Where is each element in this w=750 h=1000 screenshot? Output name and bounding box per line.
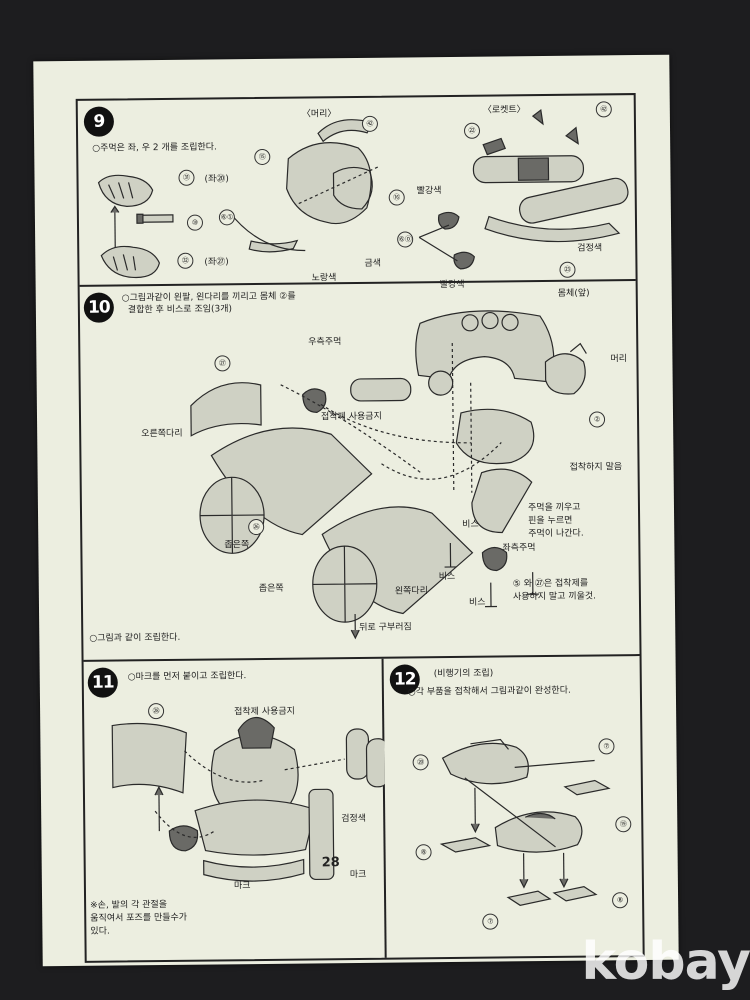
step-12-title: (비행기의 조립)	[433, 668, 494, 680]
step-12-panel: 12 (비행기의 조립) ○각 부품을 접착해서 그림과같이 완성한다.	[384, 656, 643, 958]
no-glue-label-2: 접착하지 말음	[569, 462, 623, 473]
black-label: 검정색	[577, 243, 603, 254]
head-label: 머리	[610, 354, 628, 365]
part-callout: ⑯	[388, 189, 405, 206]
fist-note-3: 주먹이 나간다.	[528, 528, 584, 540]
yellow-label: 노랑색	[311, 273, 337, 284]
fist-note-1: 주먹을 끼우고	[527, 502, 581, 514]
part-callout: ⑥⓪	[397, 231, 414, 248]
part-callout: ②	[588, 411, 606, 428]
part-callout: ㉛	[178, 169, 195, 186]
narrow-side-label-2: 좁은쪽	[258, 583, 284, 595]
step-9-illustration	[97, 108, 629, 279]
part-callout: ㉖	[248, 518, 265, 536]
black-label: 검정색	[341, 813, 367, 825]
instruction-frame: 9 ○주먹은 좌, 우 2 개를 조립한다.	[75, 93, 645, 963]
fist-note-2: 핀을 누르면	[528, 515, 573, 527]
part-callout: ⑧	[415, 844, 432, 861]
part-callout: ㉗	[214, 355, 231, 372]
step-11-note-1: ※손, 발의 각 관절을	[90, 900, 168, 911]
step-11-note-2: 움직여서 포즈를 만들수가	[90, 912, 188, 924]
fist-left-note: (좌㉗)	[204, 257, 229, 268]
no-glue-label: 접착제 사용금지	[234, 706, 295, 718]
part-callout: ㊷	[361, 115, 379, 132]
glue-note-1: ⑤ 와 ㉗은 접착제를	[512, 578, 589, 590]
part-callout: ㉓	[559, 261, 576, 278]
step-11-number: 11	[87, 667, 118, 698]
fist-right-note: (좌⑳)	[204, 174, 229, 185]
left-fist-label: 좌측주먹	[502, 543, 536, 554]
right-fist-label: 우측주먹	[308, 337, 342, 348]
step-10-instruction-2: 결합한 후 비스로 조임(3개)	[127, 304, 233, 316]
part-callout: ㉘	[148, 703, 165, 720]
part-callout: ⑧	[612, 892, 629, 909]
mark-label-1: 마크	[233, 881, 251, 892]
step-9-instruction: ○주먹은 좌, 우 2 개를 조립한다.	[92, 142, 217, 154]
step-9-panel: 9 ○주먹은 좌, 우 2 개를 조립한다.	[77, 95, 636, 290]
instruction-sheet: 9 ○주먹은 좌, 우 2 개를 조립한다.	[33, 54, 679, 967]
left-leg-label: 왼쪽다리	[394, 586, 429, 597]
step-12-instruction: ○각 부품을 접착해서 그림과같이 완성한다.	[407, 685, 571, 698]
gold-label: 금색	[364, 258, 382, 269]
head-label: 〈머리〉	[301, 109, 337, 120]
rocket-label: 〈로켓트〉	[482, 105, 526, 116]
part-callout: ㉒	[463, 122, 481, 139]
step-10-instruction-1: ○그림과같이 왼팔, 왼다리를 끼리고 몸체 ②를	[121, 291, 296, 304]
step-10-number: 10	[83, 292, 115, 323]
right-leg-label: 오른쪽다리	[141, 428, 183, 440]
step-11-instruction: ○마크를 먼저 붙이고 조립한다.	[127, 671, 247, 683]
screw-label-2: 비스	[438, 571, 456, 583]
part-callout: ⑦	[482, 913, 499, 930]
number-badge: 28	[321, 855, 340, 871]
glue-note-2: 사용하지 말고 끼울것.	[512, 591, 597, 603]
part-callout: ⑲	[615, 816, 632, 833]
step-11-note-3: 있다.	[90, 926, 110, 937]
part-callout: ⑳	[412, 754, 429, 771]
part-callout: ⑮	[254, 148, 271, 166]
bend-back-label: 뒤로 구부러짐	[359, 622, 412, 633]
part-callout: ⑥①	[218, 209, 236, 226]
step-10-panel: 10 ○그림과같이 왼팔, 왼다리를 끼리고 몸체 ②를 결합한 후 비스로 조…	[79, 281, 640, 662]
screw-label-3: 비스	[468, 597, 486, 608]
part-callout: ㉜	[177, 252, 194, 269]
part-callout: ⑦	[598, 738, 615, 755]
no-glue-label: 접착제 사용금지	[320, 411, 382, 423]
screw-label-1: 비스	[462, 519, 479, 530]
mark-label-2: 마크	[349, 869, 367, 881]
step-9-number: 9	[83, 106, 115, 137]
step-10-assemble-note: ○그림과 같이 조립한다.	[89, 632, 181, 644]
step-12-illustration	[439, 738, 611, 906]
watermark-logo: kobay	[581, 932, 750, 992]
body-front-label: 몸체(앞)	[557, 288, 590, 299]
part-callout: ㊷	[595, 101, 612, 118]
part-callout: ⑩	[186, 214, 204, 231]
narrow-side-label-1: 좁은쪽	[224, 540, 250, 551]
red-label-1: 빨강색	[416, 186, 442, 197]
step-10-illustration	[190, 310, 587, 640]
step-11-panel: 11 ○마크를 먼저 붙이고 조립한다. 접착제 사용금	[83, 658, 387, 961]
